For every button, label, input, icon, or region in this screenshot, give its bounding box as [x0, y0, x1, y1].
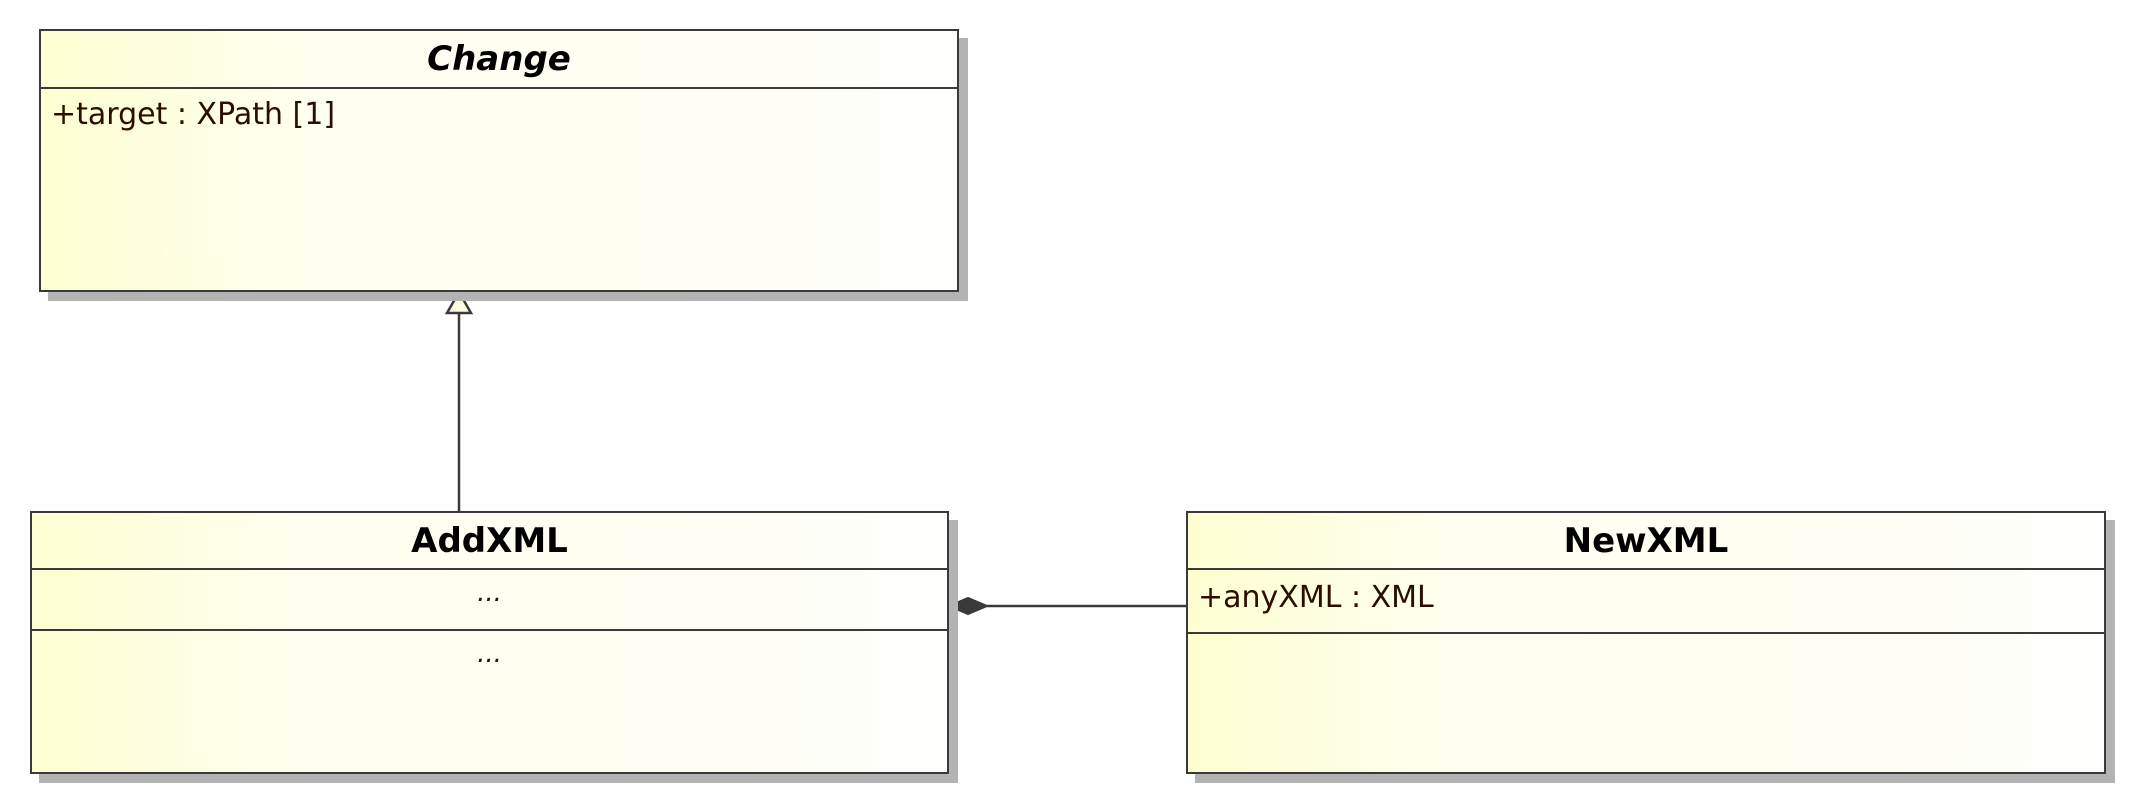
operations-placeholder: ...: [477, 639, 502, 669]
generalization-arrowhead: [444, 289, 474, 315]
class-change-attributes: +target : XPath [1]: [41, 89, 957, 289]
class-newxml[interactable]: NewXML +anyXML : XML: [1186, 511, 2106, 774]
class-newxml-name: NewXML: [1188, 513, 2104, 570]
class-newxml-operations: [1188, 634, 2104, 771]
attributes-placeholder: ...: [477, 578, 502, 608]
composition-diamond: [946, 596, 990, 616]
class-change-name: Change: [41, 31, 957, 89]
class-newxml-attributes: +anyXML : XML: [1188, 570, 2104, 634]
class-addxml-name: AddXML: [32, 513, 947, 570]
attribute-anyxml: +anyXML : XML: [1198, 580, 1434, 615]
attribute-target: +target : XPath [1]: [51, 97, 336, 132]
class-addxml-operations: ...: [32, 631, 947, 771]
class-addxml[interactable]: AddXML ... ...: [30, 511, 949, 774]
class-change[interactable]: Change +target : XPath [1]: [39, 29, 959, 292]
class-addxml-attributes: ...: [32, 570, 947, 631]
